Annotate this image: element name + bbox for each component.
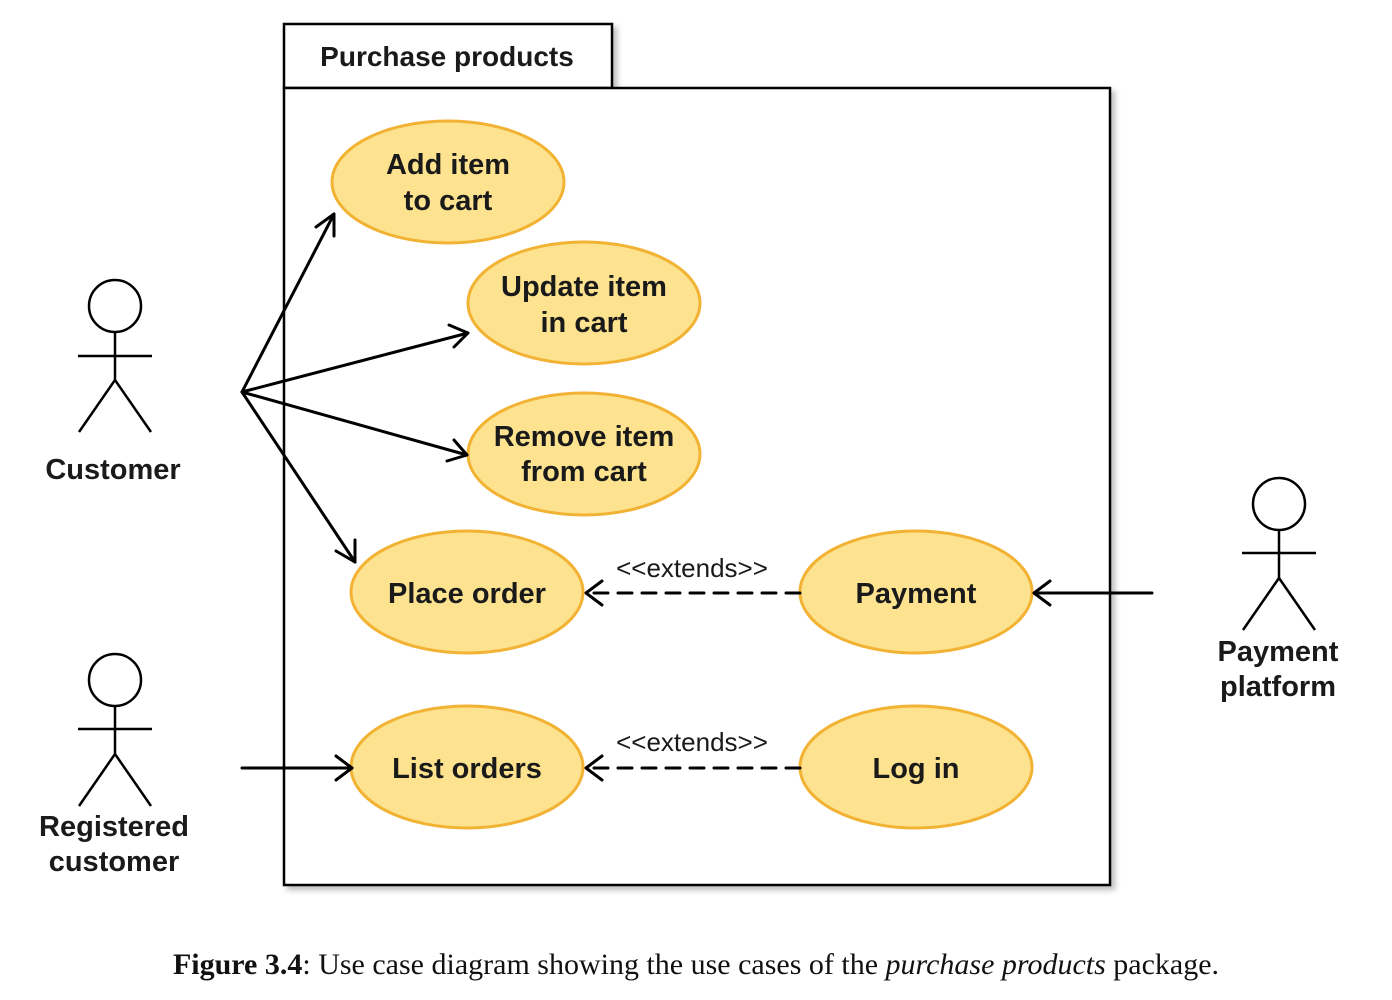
usecase-ellipse: [466, 391, 702, 517]
usecase-place-order: Place order: [349, 529, 585, 655]
arrowhead: [445, 438, 469, 463]
registered-customer-association: [240, 754, 354, 782]
association-to-place-order: [240, 390, 357, 564]
actor-payment-platform: [1241, 476, 1317, 631]
usecase-ellipse: [330, 119, 566, 245]
actor-left-leg: [1241, 577, 1281, 631]
actor-head: [87, 278, 143, 334]
extends-payment-relation: [584, 579, 802, 607]
arrowhead: [1032, 579, 1052, 607]
caption-text-after: package.: [1105, 948, 1220, 981]
package-title: Purchase products: [320, 41, 574, 72]
actor-registered-customer-label-line1: Registered: [39, 811, 189, 843]
customer-associations: [240, 212, 470, 564]
actor-customer-label: Customer: [45, 454, 180, 486]
package-tab: [282, 22, 614, 90]
actor-right-leg: [1277, 577, 1317, 631]
actor-registered-customer-label-line2: customer: [49, 846, 180, 878]
extends-login-relation: [584, 754, 802, 782]
actor-left-leg: [77, 379, 117, 433]
actor-payment-platform-label-line2: platform: [1220, 671, 1336, 703]
arrowhead: [584, 579, 604, 607]
usecase-place-order-label: Place order: [388, 578, 546, 610]
usecase-payment-label: Payment: [856, 578, 977, 610]
actor-payment-platform-label-line1: Payment: [1218, 636, 1339, 668]
usecase-add-item: Add item to cart: [330, 119, 566, 245]
arrowhead: [334, 538, 357, 564]
usecase-update-item-line2: in cart: [540, 307, 627, 339]
arrowhead: [334, 754, 354, 782]
usecase-list-orders-label: List orders: [392, 753, 542, 785]
extends-login-label: <<extends>>: [616, 727, 768, 757]
usecase-ellipse: [349, 529, 585, 655]
actor-right-leg: [113, 379, 153, 433]
actor-left-leg: [77, 753, 117, 807]
usecase-payment: Payment: [798, 529, 1034, 655]
actor-registered-customer: [77, 652, 153, 807]
usecase-list-orders: List orders: [349, 704, 585, 830]
caption-text-before: : Use case diagram showing the use cases…: [302, 948, 886, 981]
association-to-update-item: [240, 331, 470, 394]
usecase-log-in-label: Log in: [873, 753, 960, 785]
usecase-ellipse: [466, 240, 702, 366]
extends-payment-label: <<extends>>: [616, 553, 768, 583]
use-case-diagram: Purchase products Customer Registered cu…: [39, 22, 1339, 887]
usecase-log-in: Log in: [798, 704, 1034, 830]
caption-label: Figure 3.4: [172, 948, 303, 981]
usecase-remove-item: Remove item from cart: [466, 391, 702, 517]
association-to-remove-item: [240, 390, 469, 457]
payment-platform-association: [1032, 579, 1154, 607]
usecase-remove-item-line2: from cart: [521, 456, 647, 488]
actor-head: [1251, 476, 1307, 532]
actor-right-leg: [113, 753, 153, 807]
arrowhead: [584, 754, 604, 782]
usecase-update-item: Update item in cart: [466, 240, 702, 366]
caption-emphasis: purchase products: [885, 948, 1106, 981]
actor-head: [87, 652, 143, 708]
usecase-update-item-line1: Update item: [501, 271, 667, 303]
usecase-remove-item-line1: Remove item: [494, 421, 675, 453]
arrowhead: [447, 323, 470, 349]
figure-caption: Figure 3.4: Use case diagram showing the…: [0, 948, 1392, 982]
usecase-add-item-line2: to cart: [404, 185, 493, 217]
association-to-add-item: [240, 212, 336, 394]
usecase-add-item-line1: Add item: [386, 149, 510, 181]
arrowhead: [314, 212, 336, 238]
actor-customer: [77, 278, 153, 433]
